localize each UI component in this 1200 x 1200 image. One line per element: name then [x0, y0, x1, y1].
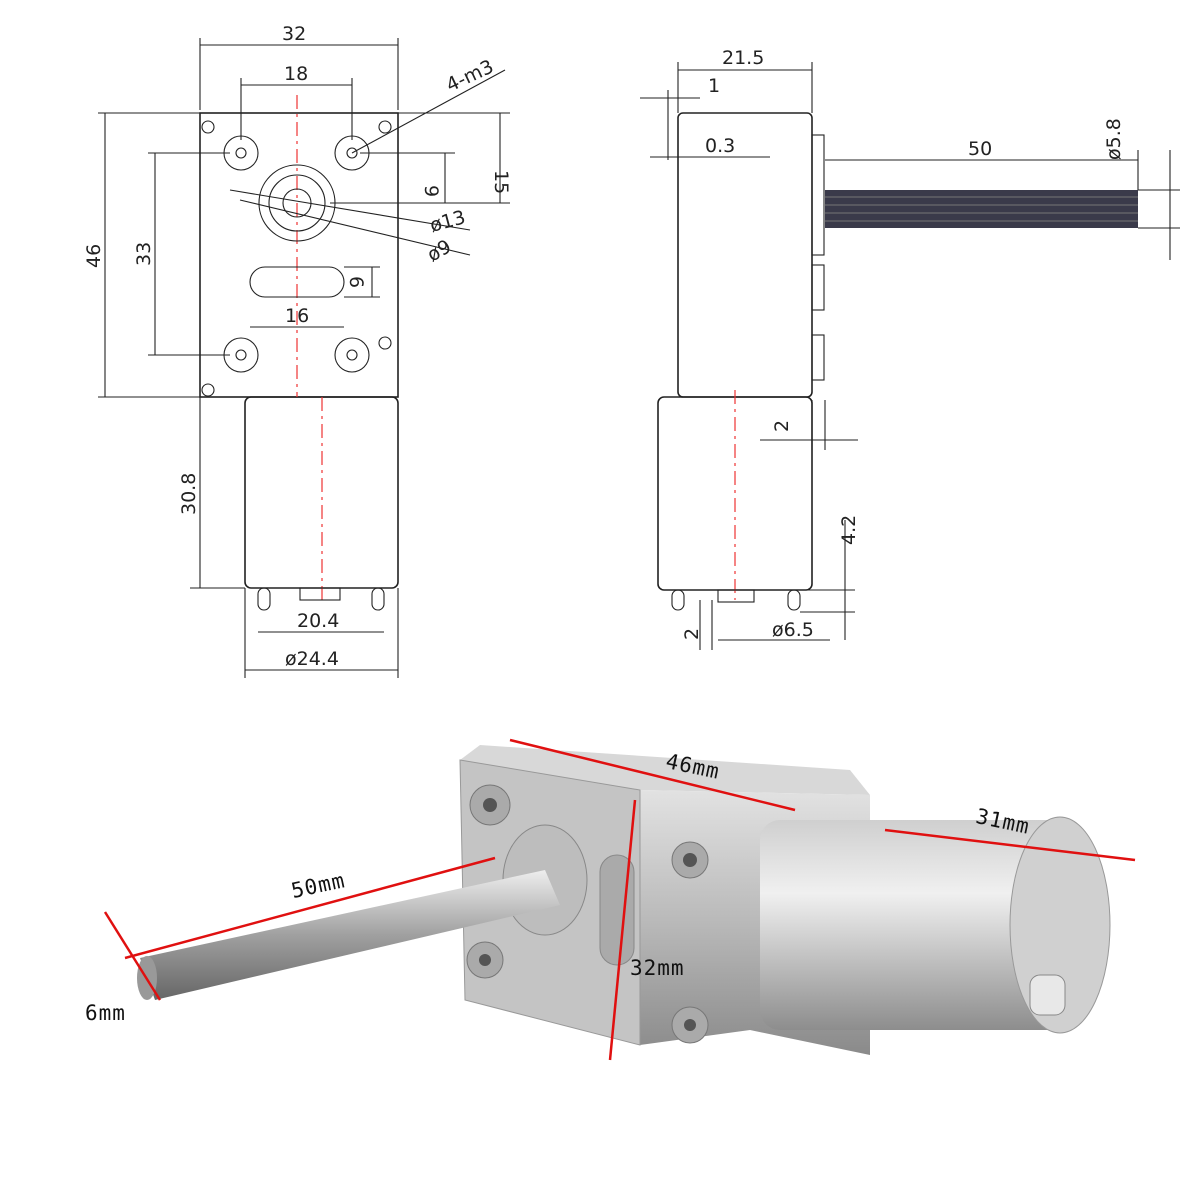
dim-slot-height: 6 [345, 276, 367, 288]
dim-shaft-offset: 9 [420, 185, 442, 197]
dim-holes: 4-m3 [443, 56, 497, 97]
dim-motor-diameter: ø24.4 [285, 648, 339, 670]
dim-boss-diameter: ø13 [428, 206, 468, 237]
dim-shaft-hole-diameter: ø9 [424, 235, 456, 266]
dim-terminal-width: 2 [681, 628, 703, 640]
dim-gap: 0.3 [705, 135, 735, 157]
label-shaft-diameter: 6mm [85, 1001, 126, 1025]
dim-shaft-diameter: ø5.8 [1103, 118, 1125, 160]
dim-hole-spacing: 18 [284, 63, 308, 85]
side-view: 21.5 1 0.3 50 ø5.8 2 4.2 2 ø6.5 [640, 47, 1180, 650]
dim-slot-width: 16 [285, 305, 309, 327]
dim-shaft-length: 50 [968, 138, 992, 160]
dim-top-offset: 15 [490, 170, 512, 194]
front-view: 32 18 4-m3 46 33 15 9 ø13 ø9 6 16 30.8 2… [83, 23, 512, 678]
dim-height: 46 [83, 244, 105, 268]
label-gearbox-width: 32mm [630, 956, 685, 980]
dim-offset: 2 [771, 420, 793, 432]
motor-photo: 50mm 6mm 32mm 46mm 31mm [85, 738, 1136, 1061]
dim-motor-length: 30.8 [178, 473, 200, 515]
dim-depth: 21.5 [722, 47, 764, 69]
dim-hole-vertical: 33 [133, 242, 155, 266]
dim-terminal-height: 4.2 [838, 515, 860, 545]
label-shaft-length: 50mm [289, 868, 347, 903]
dim-terminal-spacing: 20.4 [297, 610, 339, 632]
dim-width: 32 [282, 23, 306, 45]
dim-end-diameter: ø6.5 [772, 619, 814, 641]
dim-flange: 1 [708, 75, 720, 97]
